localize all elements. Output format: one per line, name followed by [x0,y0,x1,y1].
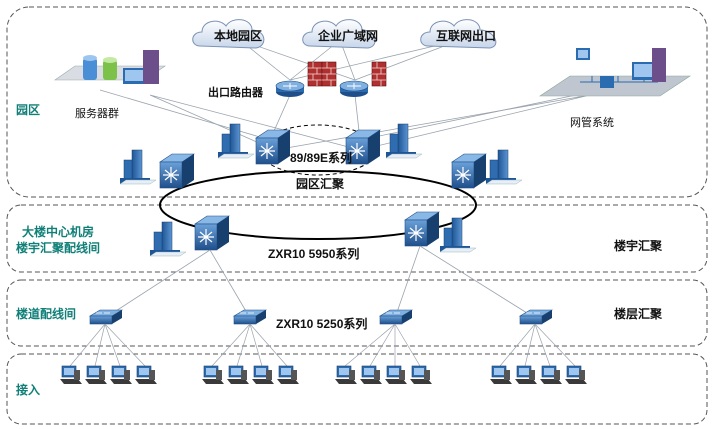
access-zone [6,353,708,425]
nms-caption: 网管系统 [570,115,614,129]
zone-label-floor-wiring: 楼道配线间 [16,306,76,321]
cloud-enterprise-wan [302,19,376,49]
zone-label-campus: 园区 [16,103,40,117]
campus-zone [6,6,708,198]
access-pcs-group-2 [201,365,300,385]
building-switch-left [194,215,230,251]
floor-switch-4 [519,309,553,325]
zone-label-access: 接入 [16,382,40,397]
cloud-internet-egress [420,19,497,49]
building-switch-right [404,211,440,247]
cloud-label-internet-egress: 互联网出口 [436,28,496,43]
building-icon-4 [485,149,523,185]
building-icon-5 [149,221,187,257]
access-links [69,323,576,367]
cloud-label-enterprise-wan: 企业广域网 [317,28,378,43]
zone-label-building-center: 大楼中心机房 [22,224,94,239]
floor-zone [6,279,708,347]
building-switch-model: ZXR10 5950系列 [268,246,359,261]
floor-switch-3 [379,309,413,325]
cloud-label-local-campus: 本地园区 [214,28,262,43]
right-label-floor-aggregation: 楼层汇聚 [614,306,663,321]
floor-switch-2 [233,309,267,325]
zone-label-building-wiring: 楼宇汇聚配线间 [16,240,100,255]
building-icon-1 [119,149,157,185]
core-switch-1 [255,129,291,165]
server-farm-icon [54,50,166,84]
cloud-local-campus [192,19,265,49]
building-icon-3 [385,123,423,159]
server-farm-caption: 服务器群 [75,106,119,120]
ring-switch-left [159,153,195,189]
core-ring [159,170,477,240]
building-icon-2 [217,123,255,159]
floor-switch-1 [89,309,123,325]
egress-router-caption: 出口路由器 [208,85,264,99]
campus-aggregation-caption: 园区汇聚 [296,177,345,191]
egress-router-1 [275,80,305,98]
building-icon-6 [439,217,477,253]
right-label-building-aggregation: 楼宇汇聚 [614,238,663,253]
building-zone [6,204,708,273]
nms-icon [539,48,691,97]
ring-switch-right [451,153,487,189]
access-pcs-group-4 [489,365,588,385]
egress-router-2 [339,80,369,98]
floor-switch-model: ZXR10 5250系列 [276,316,367,331]
access-pcs-group-3 [334,365,433,385]
access-pcs-group-1 [59,365,158,385]
core-series-caption: 89/89E系列 [290,150,352,165]
floor-links [104,245,536,319]
